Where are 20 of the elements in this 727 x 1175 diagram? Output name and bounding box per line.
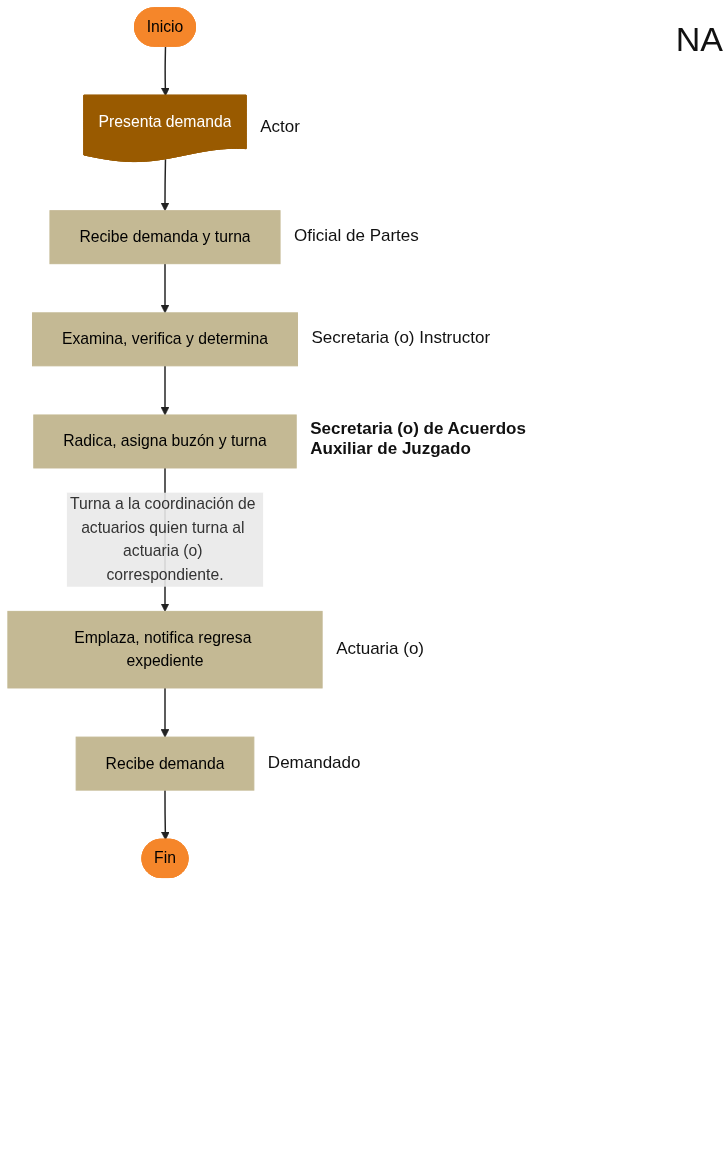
arrow <box>161 45 170 97</box>
node-box: Emplaza, notifica regresa expediente <box>7 610 323 689</box>
arrow <box>160 365 170 416</box>
note-text: NA <box>675 20 723 59</box>
node-box: Radica, asigna buzón y turna <box>33 414 297 469</box>
arrow <box>160 262 170 314</box>
arrow <box>160 687 170 738</box>
role-label: Auxiliar de Juzgado <box>310 439 472 460</box>
arrow <box>160 158 170 212</box>
edge-label: Turna a la coordinación de actuarios quien turna al actuaria (o) correspondiente. <box>70 495 256 583</box>
node-box: Recibe demanda y turna <box>49 210 281 265</box>
node-box: Recibe demanda <box>75 736 255 791</box>
role-label: Oficial de Partes <box>294 226 419 247</box>
arrow <box>161 789 170 841</box>
role-label: Actuaria (o) <box>336 638 424 659</box>
role-label: Secretaria (o) Instructor <box>311 328 491 349</box>
role-label: Actor <box>260 117 300 138</box>
role-label: Secretaria (o) de Acuerdos <box>310 419 526 440</box>
node-box: Examina, verifica y determina <box>32 312 298 367</box>
role-label: Demandado <box>267 752 361 773</box>
